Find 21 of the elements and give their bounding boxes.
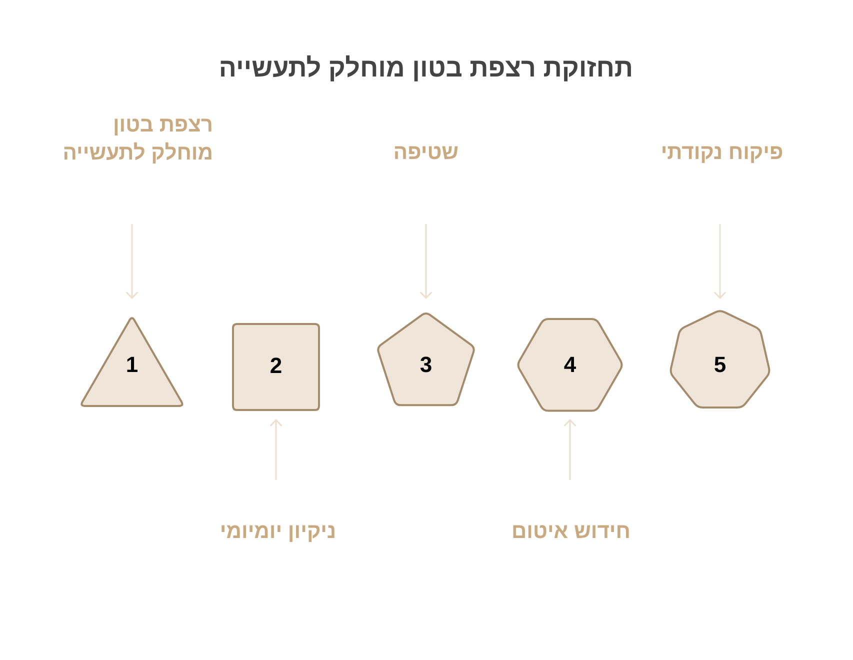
step-label: ניקיון יומיומי [220, 518, 336, 546]
step-label: שטיפה [393, 138, 459, 168]
step-label: רצפת בטון מוחלק לתעשייה [56, 112, 213, 168]
square-shape [232, 323, 320, 411]
hexagon-shape [516, 318, 624, 412]
pentagon-shape [376, 311, 476, 406]
step-number: 3 [420, 354, 432, 376]
arrow [564, 419, 576, 480]
arrow [270, 419, 282, 480]
heptagon-shape [668, 309, 771, 409]
step-number: 1 [126, 354, 138, 376]
arrow [420, 224, 432, 299]
step-label: חידוש איטום [512, 518, 630, 546]
arrow [126, 224, 138, 299]
step-label: פיקוח נקודתי [660, 138, 784, 168]
step-number: 5 [714, 354, 726, 376]
title: תחזוקת רצפת בטון מוחלק לתעשייה [218, 52, 634, 84]
step-number: 4 [564, 354, 576, 376]
arrow [714, 224, 726, 299]
triangle-shape [79, 315, 185, 407]
step-number: 2 [270, 355, 282, 377]
